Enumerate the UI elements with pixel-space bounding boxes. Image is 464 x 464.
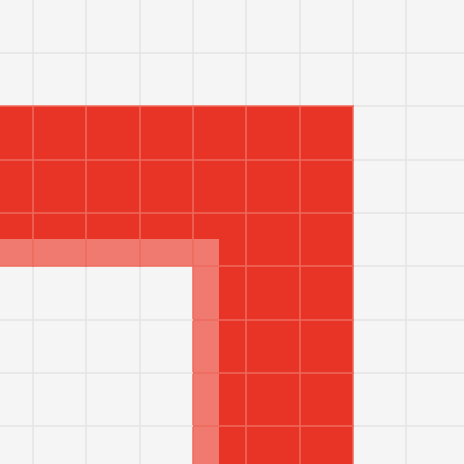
path-inner-highlight-horizontal [0,239,219,266]
path-inner-highlight-vertical [193,266,219,464]
red-path-vertical-segment [193,266,353,464]
